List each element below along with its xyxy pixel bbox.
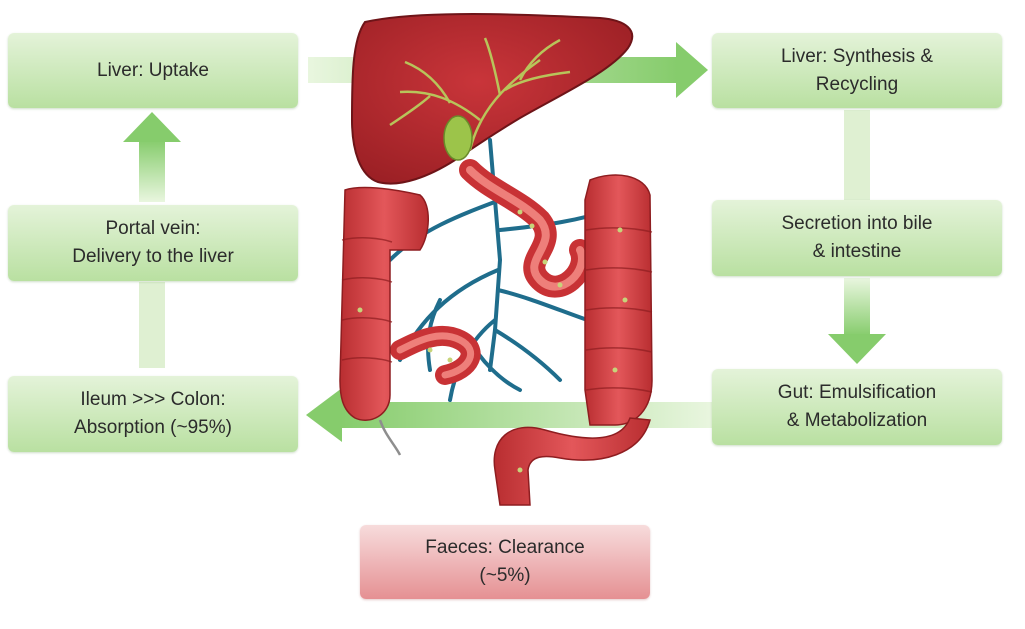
bile-ducts	[389, 37, 571, 151]
colon-haustra	[341, 227, 653, 393]
step-liver-uptake: Liver: Uptake	[8, 33, 298, 108]
step-liver-synthesis: Liver: Synthesis & Recycling	[712, 33, 1002, 108]
sigmoid-colon-rectum	[493, 417, 651, 506]
ascending-colon	[339, 186, 429, 421]
appendix	[378, 419, 402, 456]
step-gut: Gut: Emulsification & Metabolization	[712, 369, 1002, 445]
step-gut-label: Gut: Emulsification & Metabolization	[777, 382, 937, 431]
gallbladder	[443, 115, 473, 161]
step-absorption-label: Ileum >>> Colon: Absorption (~95%)	[74, 389, 232, 438]
step-secretion-label: Secretion into bile & intestine	[781, 213, 933, 262]
step-secretion: Secretion into bile & intestine	[712, 200, 1002, 276]
arrow-gut-to-absorption	[306, 388, 712, 442]
arrow-absorption-to-portal	[139, 282, 165, 368]
small-intestine	[390, 159, 593, 385]
step-liver-synthesis-label: Liver: Synthesis & Recycling	[780, 45, 934, 95]
step-faeces-label: Faeces: Clearance (~5%)	[425, 537, 585, 586]
bile-droplets	[357, 209, 628, 473]
step-faeces: Faeces: Clearance (~5%)	[360, 525, 650, 599]
arrow-secretion-to-gut	[828, 278, 886, 364]
step-absorption: Ileum >>> Colon: Absorption (~95%)	[8, 376, 298, 452]
liver-shape	[350, 13, 634, 185]
arrow-synthesis-to-secretion	[844, 110, 870, 200]
descending-colon	[584, 174, 653, 426]
step-liver-uptake-label: Liver: Uptake	[97, 59, 209, 81]
arrow-portal-to-uptake	[123, 112, 181, 202]
step-portal-vein-label: Portal vein: Delivery to the liver	[72, 218, 234, 267]
step-portal-vein: Portal vein: Delivery to the liver	[8, 205, 298, 281]
